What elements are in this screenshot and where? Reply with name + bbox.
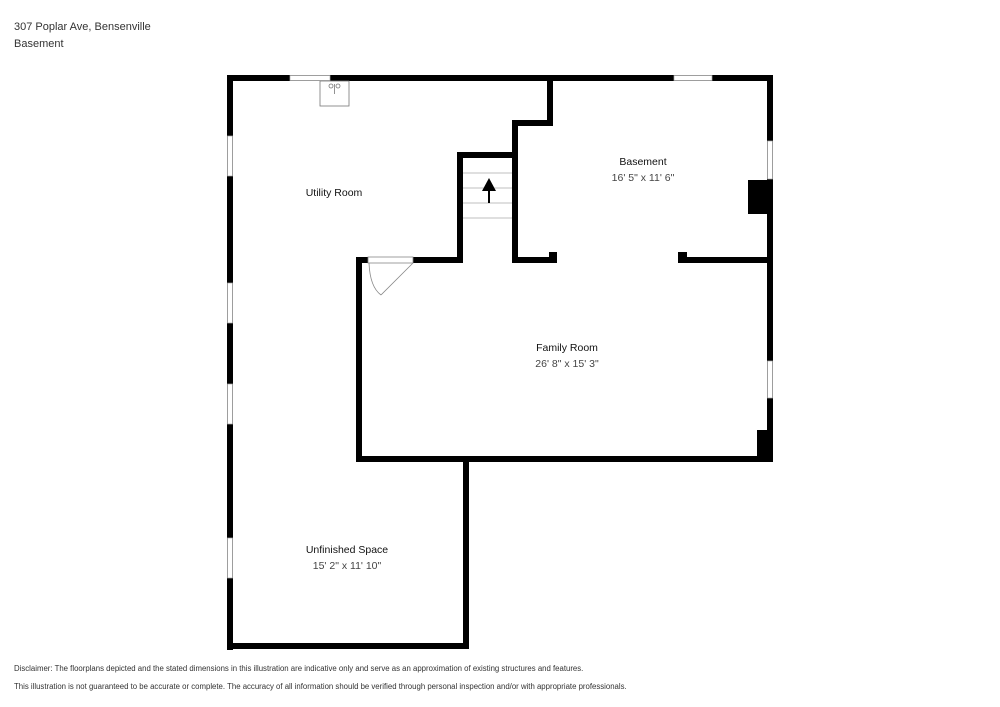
walls bbox=[227, 75, 773, 650]
room-unfinished-dims: 15' 2" x 11' 10" bbox=[313, 560, 382, 572]
room-basement: Basement 16' 5" x 11' 6" bbox=[612, 156, 675, 184]
room-unfinished: Unfinished Space 15' 2" x 11' 10" bbox=[306, 544, 388, 572]
room-family-dims: 26' 8" x 15' 3" bbox=[535, 358, 599, 370]
property-address: 307 Poplar Ave, Bensenville bbox=[14, 21, 151, 33]
room-basement-name: Basement bbox=[619, 156, 666, 168]
room-family: Family Room 26' 8" x 15' 3" bbox=[535, 342, 599, 370]
disclaimer-line-2: This illustration is not guaranteed to b… bbox=[14, 682, 627, 691]
room-utility-name: Utility Room bbox=[306, 187, 363, 199]
stairs-icon bbox=[463, 172, 512, 219]
room-family-name: Family Room bbox=[536, 342, 598, 354]
room-basement-dims: 16' 5" x 11' 6" bbox=[612, 172, 675, 184]
door-icon bbox=[367, 256, 414, 296]
room-utility: Utility Room bbox=[306, 187, 363, 199]
room-unfinished-name: Unfinished Space bbox=[306, 544, 388, 556]
sink-icon bbox=[319, 80, 350, 107]
floor-level-label: Basement bbox=[14, 38, 64, 50]
windows bbox=[227, 75, 773, 579]
stairs-up-arrow-icon bbox=[482, 178, 496, 203]
disclaimer-line-1: Disclaimer: The floorplans depicted and … bbox=[14, 664, 584, 673]
